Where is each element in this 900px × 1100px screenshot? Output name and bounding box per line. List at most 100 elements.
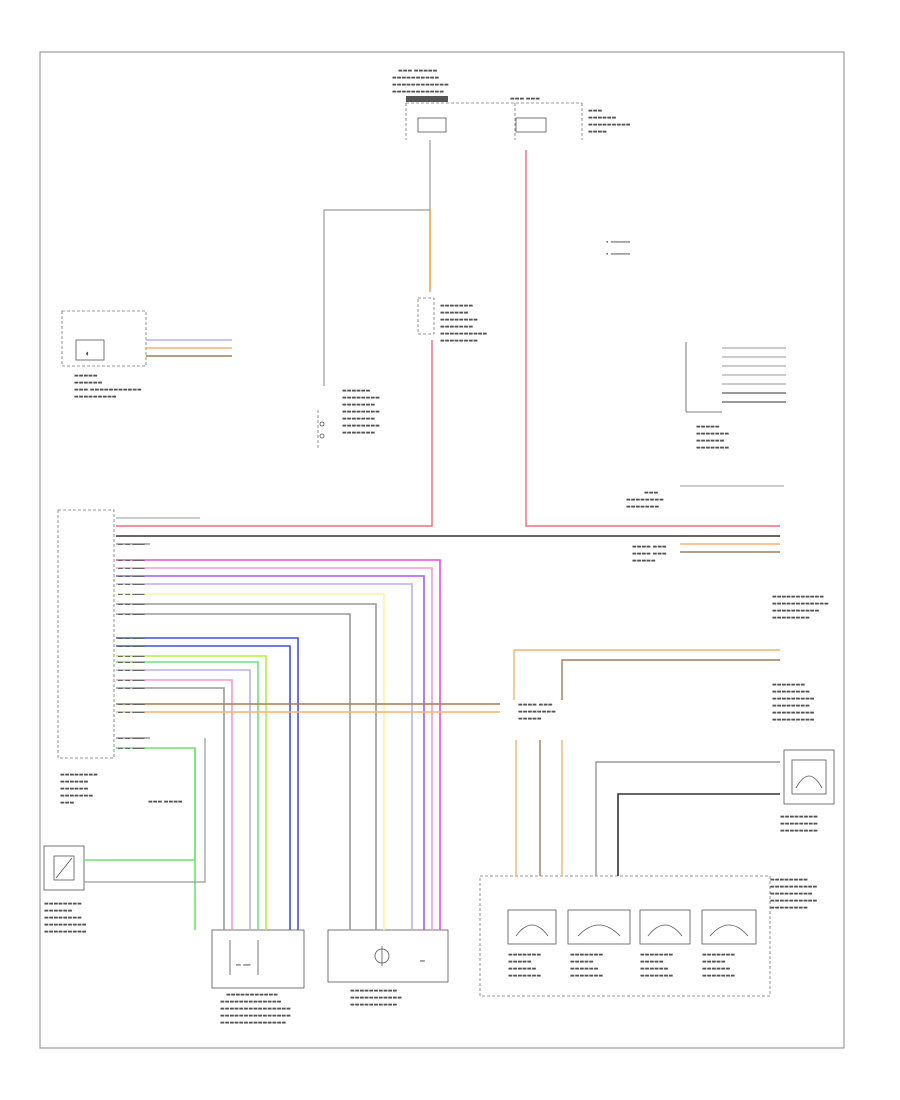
wire-40 <box>595 761 780 876</box>
svg-text:▬▬▬▬▬▬▬▬▬▬▬: ▬▬▬▬▬▬▬▬▬▬▬ <box>226 992 278 998</box>
wire-14 <box>116 575 425 930</box>
wire-39 <box>84 738 206 883</box>
wire-24 <box>116 679 233 930</box>
brake-switch: ▬▬▬▬▬▬ ▬▬▬▬▬▬▬▬ ▬▬▬▬▬▬▬ ▬▬▬▬▬▬▬▬ ▬▬▬▬▬▬▬… <box>317 388 380 450</box>
svg-text:▬▬▬▬▬▬▬▬▬: ▬▬▬▬▬▬▬▬▬ <box>74 394 117 400</box>
wire-harness <box>84 140 786 930</box>
svg-text:◖: ◖ <box>86 351 89 357</box>
wire-21 <box>116 655 267 930</box>
svg-text:▬▬▬▬▬▬▬: ▬▬▬▬▬▬▬ <box>60 793 93 799</box>
svg-text:▬▬▬▬▬▬▬▬▬: ▬▬▬▬▬▬▬▬▬ <box>44 922 87 928</box>
wire-29 <box>116 747 196 930</box>
svg-text:▬▬▬▬▬▬▬▬: ▬▬▬▬▬▬▬▬ <box>772 615 810 621</box>
ecm-pin-label: ▬▬ ▬▬ ▬▬▬▬▬ <box>118 558 145 563</box>
output-speed-sensor: ▬▬▬▬▬▬▬▬ ▬▬▬▬▬▬▬▬ ▬▬▬▬▬▬▬▬ <box>780 749 835 834</box>
svg-text:▬▬▬▬▬▬: ▬▬▬▬▬▬ <box>702 966 731 972</box>
svg-text:▬▬▬▬▬▬: ▬▬▬▬▬▬ <box>508 966 537 972</box>
ecm-pin-label: ▬▬ ▬▬ ▬▬▬▬▬ <box>118 542 145 547</box>
svg-text:▬▬▬: ▬▬▬ <box>588 108 602 114</box>
ecm-pin-label: ▬▬ ▬▬ ▬▬▬▬▬ <box>118 592 145 597</box>
engine-control-module: ▬▬▬▬▬▬▬▬ ▬▬▬▬▬▬ ▬▬▬▬▬▬ ▬▬▬▬▬▬▬ ▬▬▬ ▬▬▬ ▬… <box>57 509 183 806</box>
right-connector-block: ▬▬▬▬▬ ▬▬▬▬▬▬▬ ▬▬▬▬▬▬ ▬▬▬▬▬▬▬ <box>685 342 729 451</box>
svg-text:▬▬▬▬ ▬▬▬: ▬▬▬▬ ▬▬▬ <box>632 551 667 557</box>
svg-text:▬▬▬▬▬: ▬▬▬▬▬ <box>696 424 720 430</box>
svg-text:▬▬▬▬▬▬: ▬▬▬▬▬▬ <box>60 779 89 785</box>
transmission-control-module: ▬▬▬▬▬▬▬▬ ▬▬▬▬▬▬▬▬▬▬ ▬▬▬▬▬▬▬▬▬ ▬▬▬▬▬▬▬▬▬▬… <box>479 875 818 997</box>
svg-text:▬▬▬▬▬▬: ▬▬▬▬▬▬ <box>570 966 599 972</box>
svg-text:▬▬▬: ▬▬▬ <box>644 490 658 496</box>
svg-text:▬▬▬▬▬▬▬▬: ▬▬▬▬▬▬▬▬ <box>780 821 818 827</box>
svg-text:▬▬▬▬▬: ▬▬▬▬▬ <box>640 959 664 965</box>
svg-text:▬▬▬▬▬▬▬▬▬▬: ▬▬▬▬▬▬▬▬▬▬ <box>772 608 820 614</box>
wire-18 <box>116 613 351 930</box>
svg-text:▬▬▬▬▬: ▬▬▬▬▬ <box>518 716 542 722</box>
ecm-pin-label: ▬▬ ▬▬ ▬▬▬▬▬ <box>118 736 145 741</box>
svg-text:▬▬▬ ▬▬▬▬: ▬▬▬ ▬▬▬▬ <box>148 799 183 805</box>
ecm-pin-labels: ▬▬ ▬▬ ▬▬▬▬▬ ▬▬ ▬▬ ▬▬▬▬▬ ▬▬ ▬▬ ▬▬▬▬▬ ▬▬ ▬▬ ▬… <box>118 534 145 751</box>
svg-text:▬▬▬▬▬▬: ▬▬▬▬▬▬ <box>440 310 469 316</box>
transmission-sensor-4: ▬▬▬▬▬▬▬ ▬▬▬▬▬ ▬▬▬▬▬▬ ▬▬▬▬▬▬▬ <box>701 909 757 979</box>
ecm-pin-label: ▬▬ ▬▬ ▬▬▬▬▬ <box>118 574 145 579</box>
svg-text:▬▬▬▬▬▬: ▬▬▬▬▬▬ <box>60 786 89 792</box>
svg-text:▬▬▬▬ ▬▬▬: ▬▬▬▬ ▬▬▬ <box>518 702 553 708</box>
wire-22 <box>116 661 259 930</box>
svg-text:▬▬▬▬▬▬▬▬▬▬▬▬▬▬: ▬▬▬▬▬▬▬▬▬▬▬▬▬▬ <box>220 1020 286 1026</box>
svg-text:▬▬▬▬▬▬▬▬: ▬▬▬▬▬▬▬▬ <box>60 772 98 778</box>
legend-top-right: ▪ ▬▬▬▬▬▬▬▬ ▪ ▬▬▬▬▬▬▬▬ <box>606 239 631 256</box>
instrument-cluster: ◖ ▬▬▬▬▬ ▬▬▬▬▬▬ ▬▬▬ ▬▬▬▬▬▬▬▬▬▬▬ ▬▬▬▬▬▬▬▬▬ <box>61 310 147 400</box>
svg-text:▬▬▬▬▬▬▬▬: ▬▬▬▬▬▬▬▬ <box>342 423 380 429</box>
ecm-pin-label: ▬▬ ▬▬ ▬▬▬▬▬ <box>118 566 145 571</box>
svg-text:▬▬▬▬▬▬▬▬▬▬▬▬▬▬▬: ▬▬▬▬▬▬▬▬▬▬▬▬▬▬▬ <box>220 1013 291 1019</box>
wire-15 <box>116 583 413 930</box>
svg-text:▬▬▬▬▬▬▬: ▬▬▬▬▬▬▬ <box>570 952 603 958</box>
svg-text:▬▬▬▬▬▬▬▬: ▬▬▬▬▬▬▬▬ <box>518 709 556 715</box>
wire-13 <box>116 567 433 930</box>
transmission-sensor-3: ▬▬▬▬▬▬▬ ▬▬▬▬▬ ▬▬▬▬▬▬ ▬▬▬▬▬▬▬ <box>639 909 691 979</box>
svg-text:▬▬▬▬▬▬▬: ▬▬▬▬▬▬▬ <box>440 324 473 330</box>
svg-text:▬▬▬▬▬▬▬▬: ▬▬▬▬▬▬▬▬ <box>772 689 810 695</box>
svg-text:▬▬▬▬▬▬▬: ▬▬▬▬▬▬▬ <box>508 973 541 979</box>
wire-16 <box>116 593 385 930</box>
svg-text:▬▬▬▬▬▬▬▬▬▬▬▬: ▬▬▬▬▬▬▬▬▬▬▬▬ <box>772 601 829 607</box>
ecm-pin-label: ▬▬ ▬▬ ▬▬▬▬▬ <box>118 660 145 665</box>
ecm-pin-label: ▬▬ ▬▬ ▬▬▬▬▬ <box>118 686 145 691</box>
transmission-sensor-2: ▬▬▬▬▬▬▬ ▬▬▬▬▬ ▬▬▬▬▬▬ ▬▬▬▬▬▬▬ <box>567 909 631 979</box>
svg-text:▬▬▬▬▬: ▬▬▬▬▬ <box>632 558 656 564</box>
svg-text:▬▬▬▬▬▬▬▬: ▬▬▬▬▬▬▬▬ <box>626 497 664 503</box>
svg-text:▬▬▬▬▬▬▬▬: ▬▬▬▬▬▬▬▬ <box>440 317 478 323</box>
svg-text:▬▬▬▬▬▬▬: ▬▬▬▬▬▬▬ <box>640 973 673 979</box>
wire-33 <box>513 649 780 700</box>
ecm-pin-label: ▬▬ ▬▬ ▬▬▬▬▬ <box>118 668 145 673</box>
svg-text:▬▬▬▬▬▬▬: ▬▬▬▬▬▬▬ <box>702 973 735 979</box>
wire-5 <box>525 150 780 527</box>
wire-20 <box>116 645 291 930</box>
ecm-pin-label: ▬▬ ▬▬ ▬▬▬▬▬ <box>118 710 145 715</box>
svg-text:▬▬▬▬▬▬: ▬▬▬▬▬▬ <box>74 380 103 386</box>
throttle-body: ▬▬ ▬▬▬▬▬▬▬▬▬▬ ▬▬▬▬▬▬▬▬▬▬▬ ▬▬▬▬▬▬▬▬▬▬ <box>327 929 449 1008</box>
svg-text:▬▬▬▬▬▬▬▬: ▬▬▬▬▬▬▬▬ <box>780 814 818 820</box>
svg-text:▪ ▬▬▬▬▬▬▬▬: ▪ ▬▬▬▬▬▬▬▬ <box>606 251 631 256</box>
brake-pedal-sensor: ▬▬▬▬▬▬▬▬ ▬▬▬▬▬▬ ▬▬▬▬▬▬▬▬ ▬▬▬▬▬▬▬▬▬ ▬▬▬▬▬… <box>43 845 87 935</box>
ecm-pin-label: ▬▬ ▬▬ ▬▬▬▬▬ <box>118 644 145 649</box>
svg-text:▬▬▬▬▬▬▬▬▬: ▬▬▬▬▬▬▬▬▬ <box>44 929 87 935</box>
svg-text:▬▬: ▬▬ <box>420 958 425 963</box>
svg-text:▬▬▬▬▬▬▬▬▬▬▬▬: ▬▬▬▬▬▬▬▬▬▬▬▬ <box>392 82 449 88</box>
svg-text:▬▬▬▬▬▬▬: ▬▬▬▬▬▬▬ <box>626 504 659 510</box>
svg-text:▬▬▬▬▬▬▬▬: ▬▬▬▬▬▬▬▬ <box>342 395 380 401</box>
svg-text:▬▬▬▬▬▬▬▬▬▬▬: ▬▬▬▬▬▬▬▬▬▬▬ <box>350 995 402 1001</box>
svg-text:▬▬▬ ▬▬▬▬▬: ▬▬▬ ▬▬▬▬▬ <box>398 68 438 74</box>
svg-text:▬▬▬▬▬▬: ▬▬▬▬▬▬ <box>588 115 617 121</box>
svg-text:▬▬▬▬▬▬▬▬: ▬▬▬▬▬▬▬▬ <box>44 901 82 907</box>
svg-text:▬▬▬▬▬▬▬▬▬: ▬▬▬▬▬▬▬▬▬ <box>772 696 815 702</box>
wire-38 <box>84 748 196 861</box>
svg-text:▬▬▬▬▬: ▬▬▬▬▬ <box>702 959 726 965</box>
svg-text:▬▬▬▬▬▬▬▬▬▬: ▬▬▬▬▬▬▬▬▬▬ <box>350 1002 398 1008</box>
svg-text:▬▬▬ ▬▬▬: ▬▬▬ ▬▬▬ <box>510 96 540 102</box>
svg-text:▬▬▬▬: ▬▬▬▬ <box>588 129 607 135</box>
svg-text:▬▬▬▬▬▬▬: ▬▬▬▬▬▬▬ <box>508 952 541 958</box>
svg-text:▬▬▬▬▬▬▬: ▬▬▬▬▬▬▬ <box>440 303 473 309</box>
svg-text:▬▬▬▬▬▬▬: ▬▬▬▬▬▬▬ <box>702 952 735 958</box>
svg-text:▬▬▬▬▬▬▬: ▬▬▬▬▬▬▬ <box>640 952 673 958</box>
svg-text:▬▬▬▬▬▬▬▬▬▬▬▬▬: ▬▬▬▬▬▬▬▬▬▬▬▬▬ <box>220 999 282 1005</box>
